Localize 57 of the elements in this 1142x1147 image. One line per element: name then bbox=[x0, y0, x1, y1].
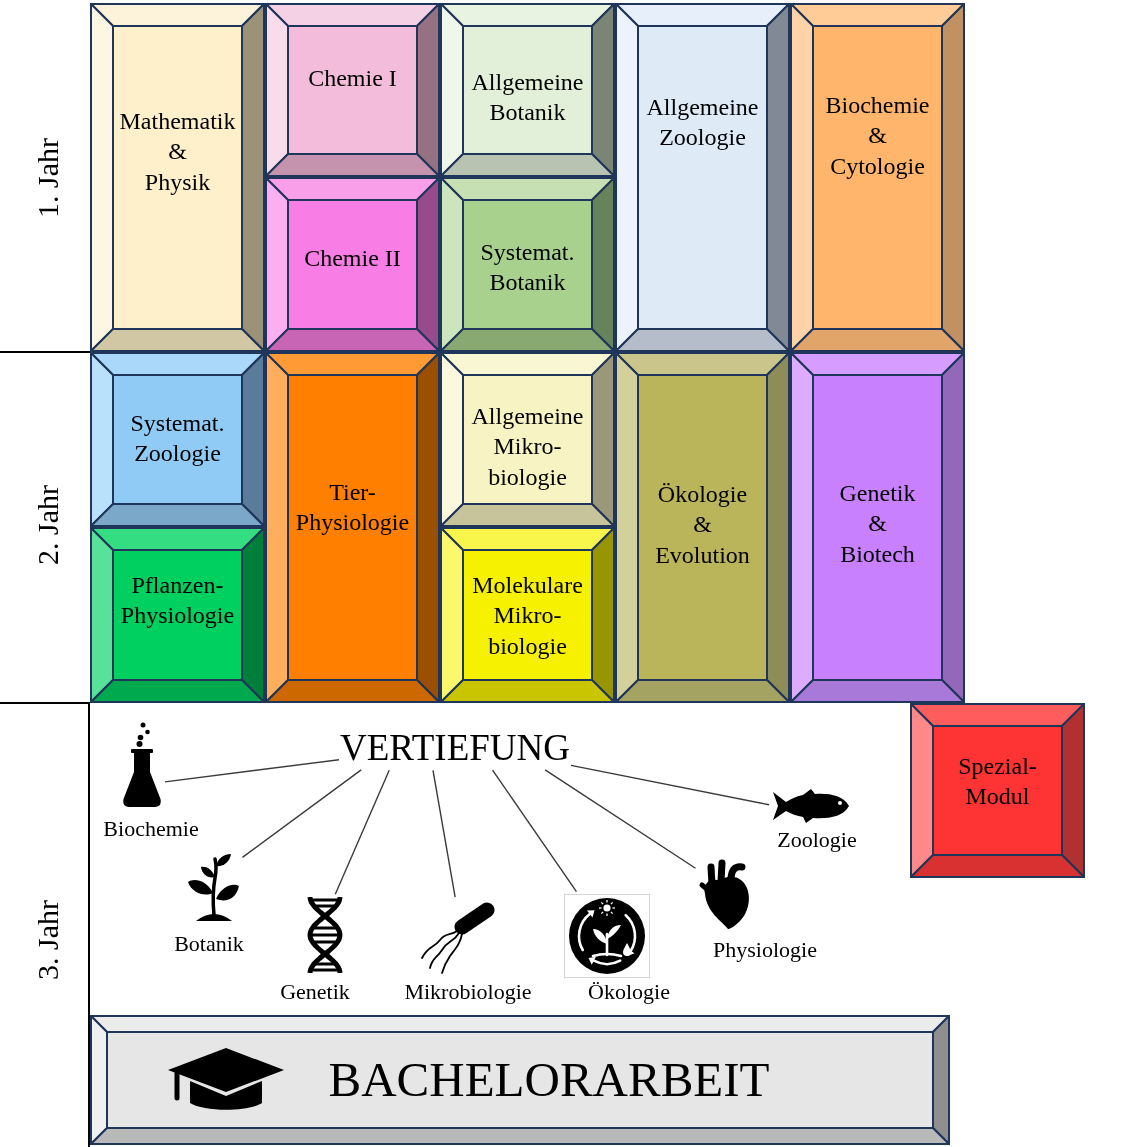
module-tile bbox=[790, 3, 965, 352]
module-title: Systemat. Zoologie bbox=[130, 408, 225, 468]
connector-line bbox=[241, 769, 362, 859]
module-title: Mathematik & Physik bbox=[119, 107, 236, 198]
icon-caption: Botanik bbox=[174, 931, 244, 957]
icon-caption: Genetik bbox=[280, 979, 350, 1005]
module-title: Biochemie & Cytologie bbox=[825, 91, 930, 182]
module-title: Allgemeine Mikro- biologie bbox=[471, 402, 584, 493]
icon-caption: Biochemie bbox=[103, 816, 199, 842]
module-tile bbox=[90, 352, 265, 527]
connector-line bbox=[334, 769, 390, 895]
module-title: Allgemeine Zoologie bbox=[646, 92, 759, 152]
connector-line bbox=[491, 769, 578, 893]
module-tile bbox=[265, 352, 440, 703]
fish-icon bbox=[772, 788, 850, 824]
year-label: 2. Jahr bbox=[30, 485, 64, 565]
module-tile bbox=[90, 3, 265, 352]
module-title: Systemat. Botanik bbox=[480, 237, 575, 297]
ecology-cycle-icon bbox=[564, 894, 650, 978]
module-tile bbox=[440, 527, 615, 703]
plant-icon bbox=[186, 852, 240, 922]
icon-caption: Zoologie bbox=[777, 827, 857, 853]
year-label: 1. Jahr bbox=[30, 138, 64, 218]
module-title: Chemie II bbox=[304, 243, 401, 273]
connector-line bbox=[164, 759, 340, 783]
connector-line bbox=[432, 769, 456, 898]
module-tile bbox=[265, 177, 440, 352]
module-title: Genetik & Biotech bbox=[839, 479, 916, 570]
icon-caption: Mikrobiologie bbox=[404, 979, 532, 1005]
module-title: Allgemeine Botanik bbox=[471, 67, 584, 127]
heart-icon bbox=[698, 858, 752, 930]
module-tile bbox=[265, 3, 440, 177]
connector-line bbox=[544, 769, 697, 869]
module-tile bbox=[90, 1015, 950, 1145]
module-tile bbox=[910, 703, 1085, 878]
module-title: Molekulare Mikro- biologie bbox=[472, 571, 583, 662]
module-tile bbox=[90, 527, 265, 703]
bacterium-icon bbox=[420, 900, 496, 975]
module-tile bbox=[440, 177, 615, 352]
year-label: 3. Jahr bbox=[30, 900, 64, 980]
module-tile bbox=[440, 3, 615, 177]
icon-caption: Physiologie bbox=[713, 937, 817, 963]
module-tile bbox=[615, 3, 790, 352]
section-heading: VERTIEFUNG bbox=[340, 726, 570, 770]
module-tile bbox=[615, 352, 790, 703]
dna-icon bbox=[305, 897, 345, 973]
flask-icon bbox=[122, 722, 162, 808]
connector-line bbox=[570, 764, 770, 806]
icon-caption: Ökologie bbox=[588, 979, 670, 1005]
module-title: Spezial- Modul bbox=[958, 751, 1037, 811]
module-title: Chemie I bbox=[308, 63, 397, 93]
module-title: Ökologie & Evolution bbox=[655, 480, 750, 571]
module-title: BACHELORARBEIT bbox=[328, 1050, 770, 1109]
module-tile bbox=[440, 352, 615, 527]
module-title: Tier- Physiologie bbox=[295, 477, 410, 537]
module-title: Pflanzen- Physiologie bbox=[120, 570, 235, 630]
module-tile bbox=[790, 352, 965, 703]
